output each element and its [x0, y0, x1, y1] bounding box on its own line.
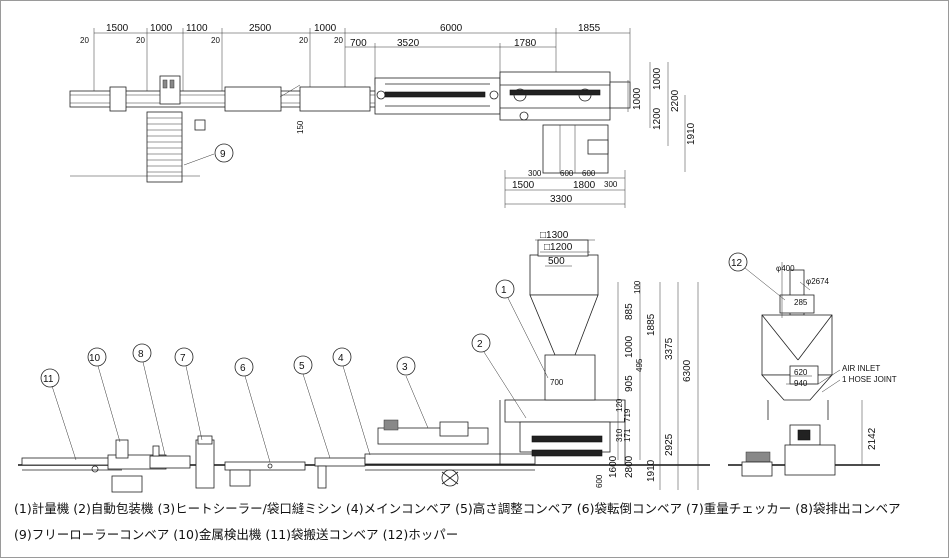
vdim-171: 171	[623, 428, 632, 442]
vdim-3375: 3375	[664, 337, 675, 360]
plan-dim-600a: 600	[560, 169, 574, 178]
elevation-callouts: 1 2 3 4 5 6 7 8 10 1	[40, 279, 549, 463]
plan-gap-20e: 20	[334, 36, 343, 45]
vdim-885: 885	[624, 303, 635, 320]
legend-row-2: (9)フリーローラーコンベア(10)金属検出機(11)袋搬送コンベア(12)ホッ…	[14, 527, 462, 543]
plan-dim-300a: 300	[528, 169, 542, 178]
plan-dim-3520: 3520	[397, 38, 420, 49]
legend-item-8: (8)袋排出コンベア	[795, 501, 901, 516]
plan-dim-700: 700	[350, 38, 367, 49]
vdim-600: 600	[595, 474, 604, 488]
plan-dim-2500: 2500	[249, 23, 272, 34]
plan-dim-right-1200: 1200	[652, 107, 663, 130]
plan-view: 1500 1000 1100 2500 1000 6000 1855 20 20…	[69, 23, 697, 208]
legend-item-3: (3)ヒートシーラー/袋口縫ミシン	[157, 501, 342, 516]
plan-gap-20d: 20	[299, 36, 308, 45]
plan-dim-1800: 1800	[573, 180, 596, 191]
elevation-view: 700 □1300 □1200 500 100 885 1885 1000 33…	[18, 230, 710, 493]
callout-12: 12	[731, 258, 743, 269]
plan-dim-1855: 1855	[578, 23, 601, 34]
legend-item-11: (11)袋搬送コンベア	[265, 527, 379, 542]
vdim-495: 495	[635, 358, 644, 372]
vdim-1885: 1885	[646, 313, 657, 336]
side-dim-940: 940	[794, 379, 808, 388]
callout-10: 10	[89, 353, 101, 364]
callout-5: 5	[299, 361, 305, 372]
hopper-dim-1300: □1300	[540, 230, 569, 241]
plan-dim-300b: 300	[604, 180, 618, 189]
legend-item-7: (7)重量チェッカー	[686, 501, 792, 516]
side-dim-phi2674: φ2674	[806, 277, 830, 286]
vdim-6300: 6300	[682, 359, 693, 382]
callout-9	[214, 143, 234, 163]
side-dim-620: 620	[794, 368, 808, 377]
legend-item-9: (9)フリーローラーコンベア	[14, 527, 170, 542]
vdim-2925: 2925	[664, 433, 675, 456]
plan-dim-right-1910: 1910	[686, 122, 697, 145]
vdim-100: 100	[633, 280, 642, 294]
legend-item-5: (5)高さ調整コンベア	[455, 501, 573, 516]
callout-1: 1	[501, 285, 507, 296]
plan-gap-20a: 20	[80, 36, 89, 45]
legend-item-6: (6)袋転倒コンベア	[576, 501, 683, 516]
side-dim-phi400: φ400	[776, 264, 795, 273]
legend-item-4: (4)メインコンベア	[345, 501, 452, 516]
vdim-120: 120	[615, 398, 624, 412]
side-label-air-inlet: AIR INLET	[842, 364, 880, 373]
side-dim-285: 285	[794, 298, 808, 307]
hopper-dim-500: 500	[548, 256, 565, 267]
layout-drawing: 1500 1000 1100 2500 1000 6000 1855 20 20…	[18, 23, 897, 493]
plan-dim-right-2200: 2200	[670, 89, 681, 112]
side-label-hose-joint: 1 HOSE JOINT	[842, 375, 897, 384]
callout-9-label: 9	[220, 149, 226, 160]
plan-dim-right-1000a: 1000	[632, 87, 643, 110]
plan-dim-600b: 600	[582, 169, 596, 178]
plan-dim-1000a: 1000	[150, 23, 173, 34]
legend-item-12: (12)ホッパー	[382, 527, 459, 542]
legend-item-1: (1)計量機	[14, 501, 70, 516]
vdim-1600: 1600	[608, 455, 619, 478]
vdim-1000: 1000	[624, 335, 635, 358]
callout-7: 7	[180, 353, 186, 364]
callout-4: 4	[338, 353, 344, 364]
plan-gap-20b: 20	[136, 36, 145, 45]
plan-dim-1780: 1780	[514, 38, 537, 49]
legend-item-2: (2)自動包装機	[73, 501, 154, 516]
callout-11: 11	[43, 374, 54, 385]
plan-dim-right-1000b: 1000	[652, 67, 663, 90]
plan-dim-150: 150	[296, 120, 305, 134]
vdim-2800: 2800	[624, 455, 635, 478]
plan-dim-3300: 3300	[550, 194, 573, 205]
hopper-dim-700: 700	[550, 378, 564, 387]
plan-dim-1500: 1500	[106, 23, 129, 34]
plan-gap-20c: 20	[211, 36, 220, 45]
callout-3: 3	[402, 362, 408, 373]
side-dim-2142: 2142	[867, 427, 878, 450]
plan-dim-6000: 6000	[440, 23, 463, 34]
callout-8: 8	[138, 349, 144, 360]
vdim-719: 719	[623, 408, 632, 422]
side-view: φ400 φ2674 285 620 940 2142 AIR INLET 1 …	[728, 252, 897, 477]
callout-6: 6	[240, 363, 246, 374]
plan-dim-1500b: 1500	[512, 180, 535, 191]
vdim-310: 310	[615, 428, 624, 442]
legend-item-10: (10)金属検出機	[173, 527, 262, 542]
plan-dim-1100: 1100	[186, 23, 208, 34]
callout-2: 2	[477, 339, 483, 350]
vdim-1910: 1910	[646, 459, 657, 482]
vdim-905: 905	[624, 375, 635, 392]
plan-dim-1000b: 1000	[314, 23, 337, 34]
legend-row-1: (1)計量機(2)自動包装機(3)ヒートシーラー/袋口縫ミシン(4)メインコンベ…	[14, 501, 904, 517]
hopper-dim-1200: □1200	[544, 242, 573, 253]
